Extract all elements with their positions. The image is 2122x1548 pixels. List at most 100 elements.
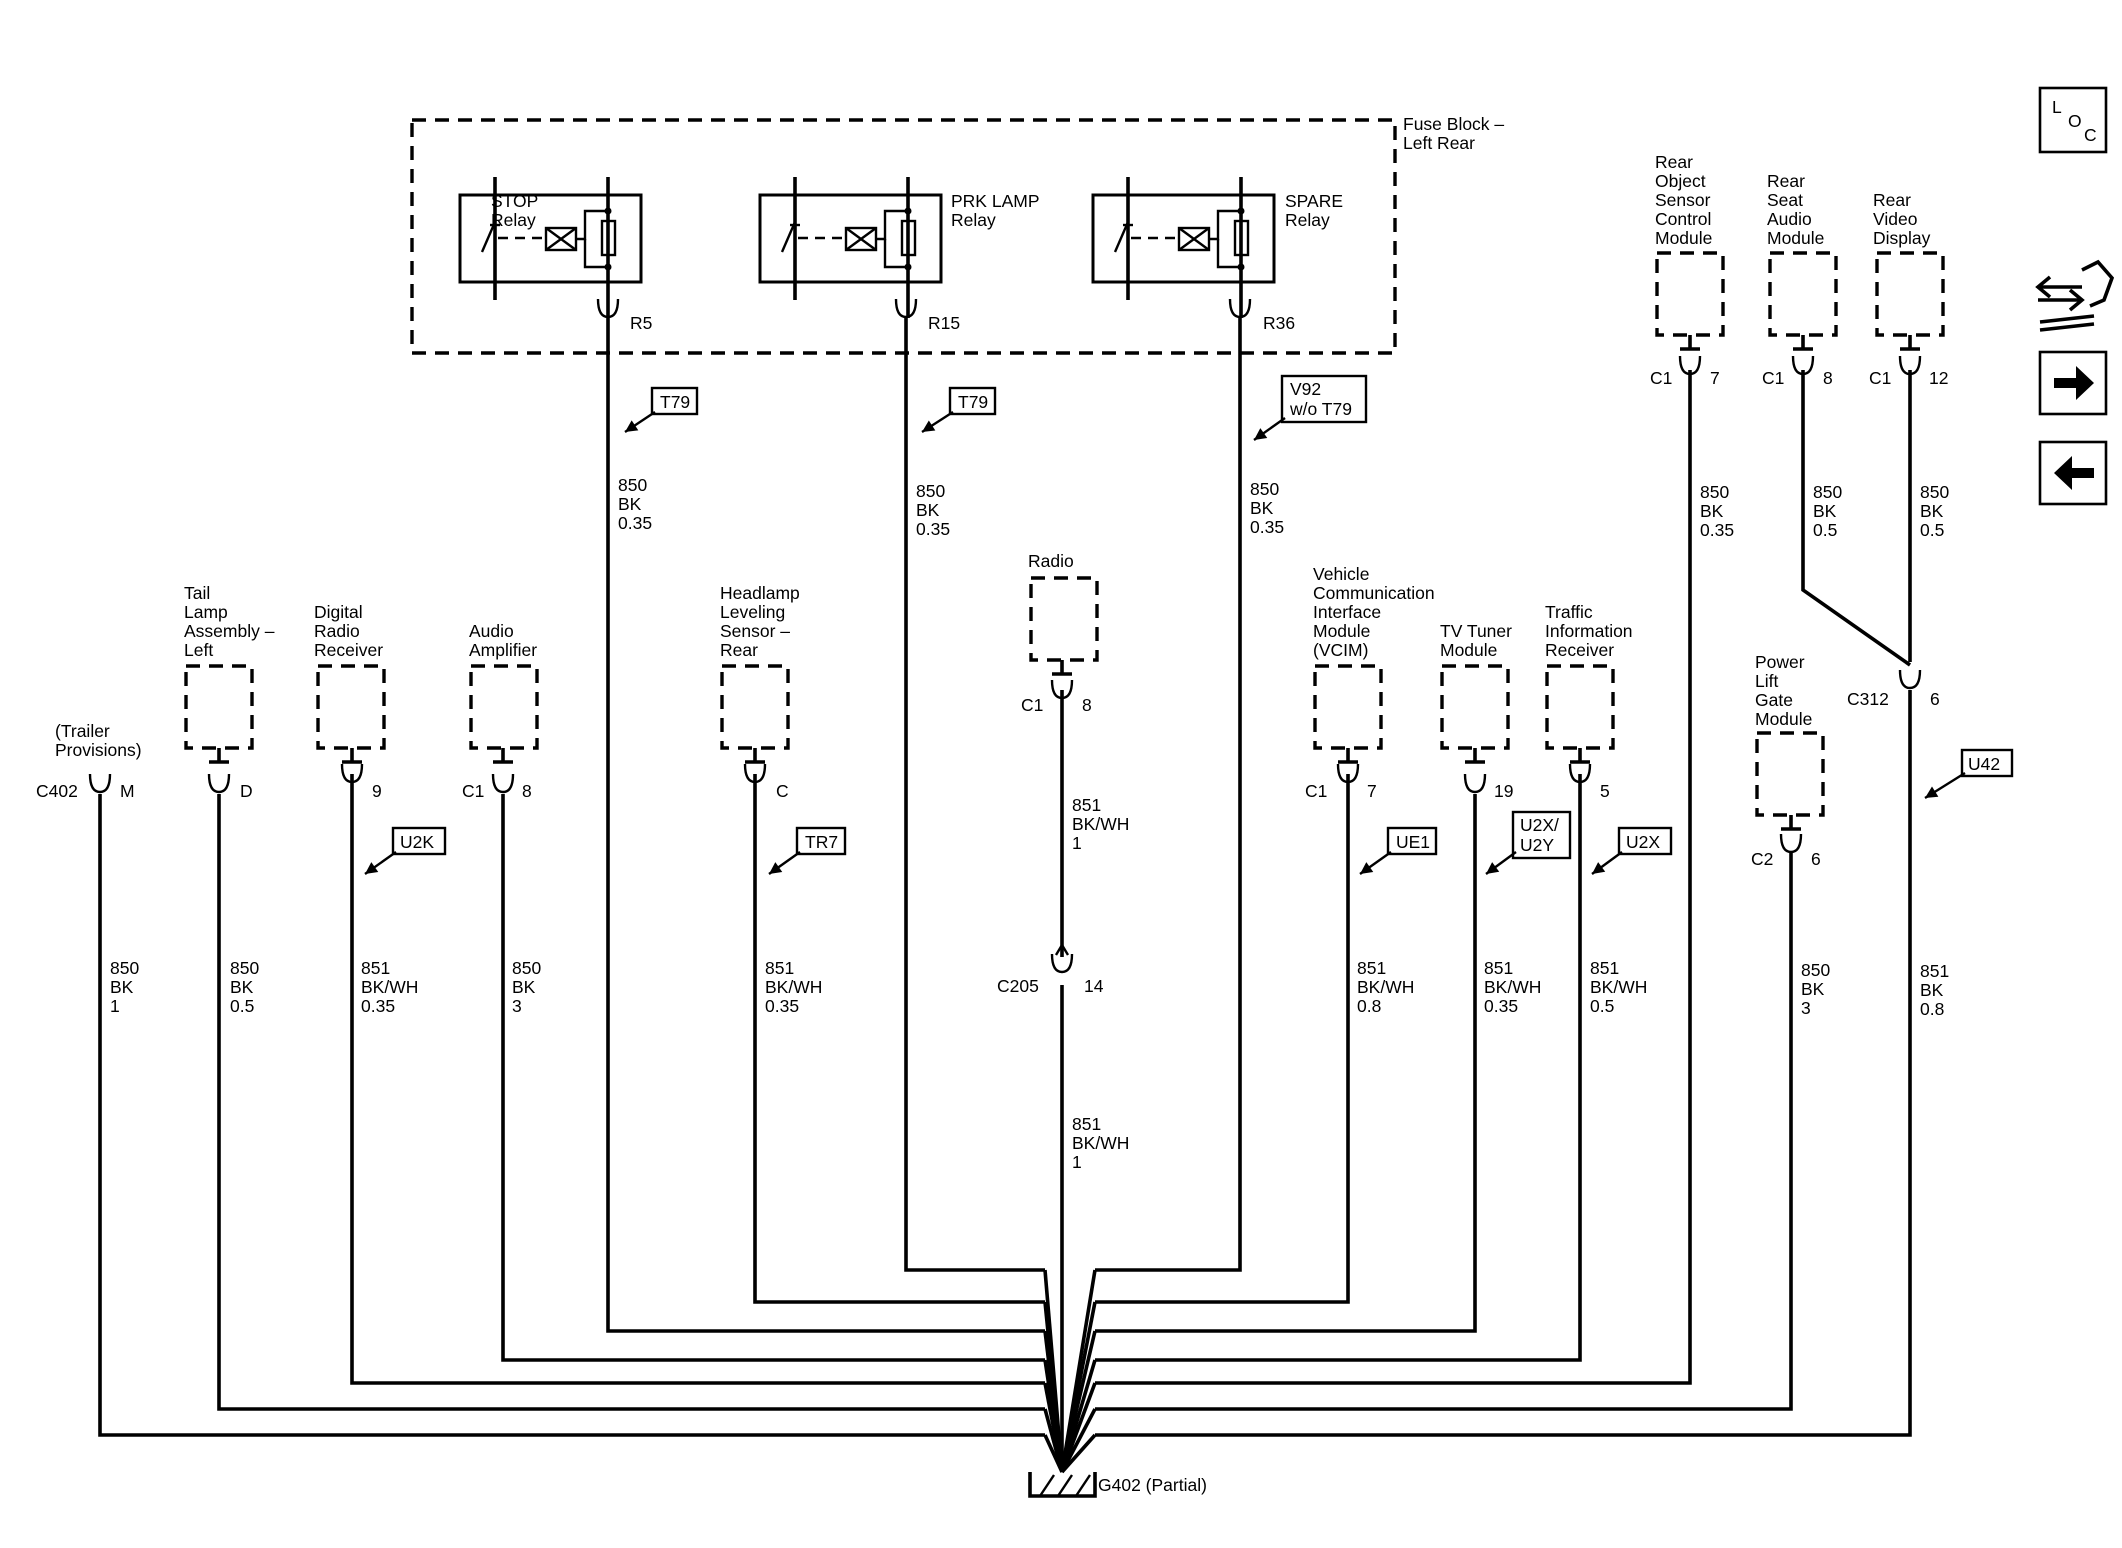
fan-line-11 <box>1060 1382 1097 1473</box>
stop-relay-terminal: R5 <box>630 313 652 333</box>
vcim-name-2: Communication <box>1313 583 1435 603</box>
traffic-info-wire-1: 851 <box>1590 958 1619 978</box>
rear-object-name-1: Rear <box>1655 152 1693 172</box>
spare-relay-terminal: R36 <box>1263 313 1295 333</box>
rear-seat-audio-connector-cup <box>1791 355 1815 376</box>
tag-v92-1: V92 <box>1290 379 1321 399</box>
fan-line-13 <box>1060 1433 1097 1474</box>
rear-video-name-1: Rear <box>1873 190 1911 210</box>
option-tags: T79 T79 V92 w/o T79 U2K TR7 UE1 U2X/ U2Y… <box>391 374 2014 860</box>
tail-lamp-pin: D <box>240 781 253 801</box>
tag-arrowhead-ue1 <box>1360 862 1374 874</box>
vcim-connector-cup <box>1336 763 1360 784</box>
stop-wire-3: 0.35 <box>618 513 652 533</box>
wire-prk-relay <box>904 318 1045 1272</box>
spare-wire-3: 0.35 <box>1250 517 1284 537</box>
tail-lamp-name-2: Lamp <box>184 602 228 622</box>
c205-pin-marker <box>1054 942 1070 956</box>
connector-tool-icon[interactable] <box>2035 259 2115 332</box>
fan-line-5 <box>1043 1408 1064 1473</box>
rear-video-wire-3: 0.5 <box>1920 520 1944 540</box>
rear-seat-audio-name-3: Audio <box>1767 209 1812 229</box>
arrow-right-shape <box>2054 366 2094 400</box>
rear-object-name-5: Module <box>1655 228 1712 248</box>
trailer-wire-2: BK <box>110 977 134 997</box>
stop-relay-resistor <box>600 219 617 257</box>
rear-object-wire-1: 850 <box>1700 482 1729 502</box>
ground-symbol <box>1028 1472 1097 1498</box>
tv-tuner-name-2: Module <box>1440 640 1497 660</box>
radio-wire-3: 1 <box>1072 833 1082 853</box>
rear-video-connector: C1 <box>1869 368 1891 388</box>
fan-line-6 <box>1043 1434 1064 1473</box>
loc-button[interactable]: L O C <box>2038 86 2108 154</box>
rear-video-name-3: Display <box>1873 228 1931 248</box>
wires <box>98 318 1912 1472</box>
tail-lamp-box <box>184 664 254 750</box>
spare-relay-loop-top <box>1209 209 1241 241</box>
prk-relay-terminal: R15 <box>928 313 960 333</box>
vcim-wire-3: 0.8 <box>1357 996 1381 1016</box>
wire-spare-relay <box>1095 318 1242 1272</box>
traffic-info-wire-3: 0.5 <box>1590 996 1614 1016</box>
tag-arrowhead-tr7 <box>769 862 783 874</box>
wire-trailer <box>98 794 1045 1437</box>
vcim-name-4: Module <box>1313 621 1370 641</box>
loc-letter-l: L <box>2052 97 2062 117</box>
wire-digital-radio <box>350 774 1045 1385</box>
prk-relay-coil-x <box>845 227 877 251</box>
rear-video-pin: 12 <box>1929 368 1948 388</box>
prk-relay-label-1: PRK LAMP <box>951 191 1040 211</box>
tv-tuner-connector-cup <box>1463 773 1487 794</box>
radio-box <box>1029 576 1099 662</box>
stop-wire-2: BK <box>618 494 642 514</box>
headlamp-sensor-name-3: Sensor – <box>720 621 790 641</box>
traffic-info-pin: 5 <box>1600 781 1610 801</box>
prk-relay-loop-bottom <box>883 239 908 269</box>
tag-t79-a-box <box>650 386 699 416</box>
rear-object-sensor-box <box>1655 251 1725 337</box>
trailer-pin: M <box>120 781 135 801</box>
trailer-name-2: Provisions) <box>55 740 142 760</box>
radio-wire-2: BK/WH <box>1072 814 1129 834</box>
spare-relay-resistor <box>1233 219 1250 257</box>
digital-radio-box <box>316 664 386 750</box>
prk-relay-label-2: Relay <box>951 210 996 230</box>
rear-video-wire-2: BK <box>1920 501 1944 521</box>
c312-wire-1: 851 <box>1920 961 1949 981</box>
arrow-left-icon[interactable] <box>2038 440 2108 506</box>
c205-connector: C205 <box>997 976 1039 996</box>
vcim-wire-2: BK/WH <box>1357 977 1414 997</box>
trailer-name-1: (Trailer <box>55 721 110 741</box>
audio-amp-pin: 8 <box>522 781 532 801</box>
spare-relay-label-1: SPARE <box>1285 191 1343 211</box>
power-liftgate-connector-cup <box>1779 833 1803 854</box>
prk-relay-connector-cup <box>894 298 918 319</box>
connector-tool-base <box>2039 314 2095 332</box>
digital-radio-wire-2: BK/WH <box>361 977 418 997</box>
audio-amp-wire-1: 850 <box>512 958 541 978</box>
spare-relay-switch-arm <box>1113 221 1130 253</box>
tag-ue1-box <box>1386 826 1438 856</box>
c312-connector-cup <box>1898 669 1922 690</box>
loc-button-box[interactable] <box>2038 86 2108 154</box>
radio-name: Radio <box>1028 551 1074 571</box>
headlamp-sensor-connector-cup <box>743 763 767 784</box>
audio-amp-wire-2: BK <box>512 977 536 997</box>
tag-arrowhead-t79-a <box>625 420 639 432</box>
wire-vcim <box>1095 774 1350 1304</box>
fuse-block-outline <box>410 118 1397 355</box>
module-boxes <box>184 251 1945 831</box>
arrow-right-icon[interactable] <box>2038 350 2108 416</box>
vcim-name-3: Interface <box>1313 602 1381 622</box>
vcim-wire-1: 851 <box>1357 958 1386 978</box>
tail-lamp-wire-3: 0.5 <box>230 996 254 1016</box>
tag-t79-b-box <box>948 386 997 416</box>
spare-relay-label-2: Relay <box>1285 210 1330 230</box>
c205-wire-3: 1 <box>1072 1152 1082 1172</box>
wire-rear-object-sensor <box>1095 370 1692 1385</box>
trailer-wire-3: 1 <box>110 996 120 1016</box>
ground-g402: G402 (Partial) <box>1028 1472 1207 1498</box>
rear-object-wire-2: BK <box>1700 501 1724 521</box>
